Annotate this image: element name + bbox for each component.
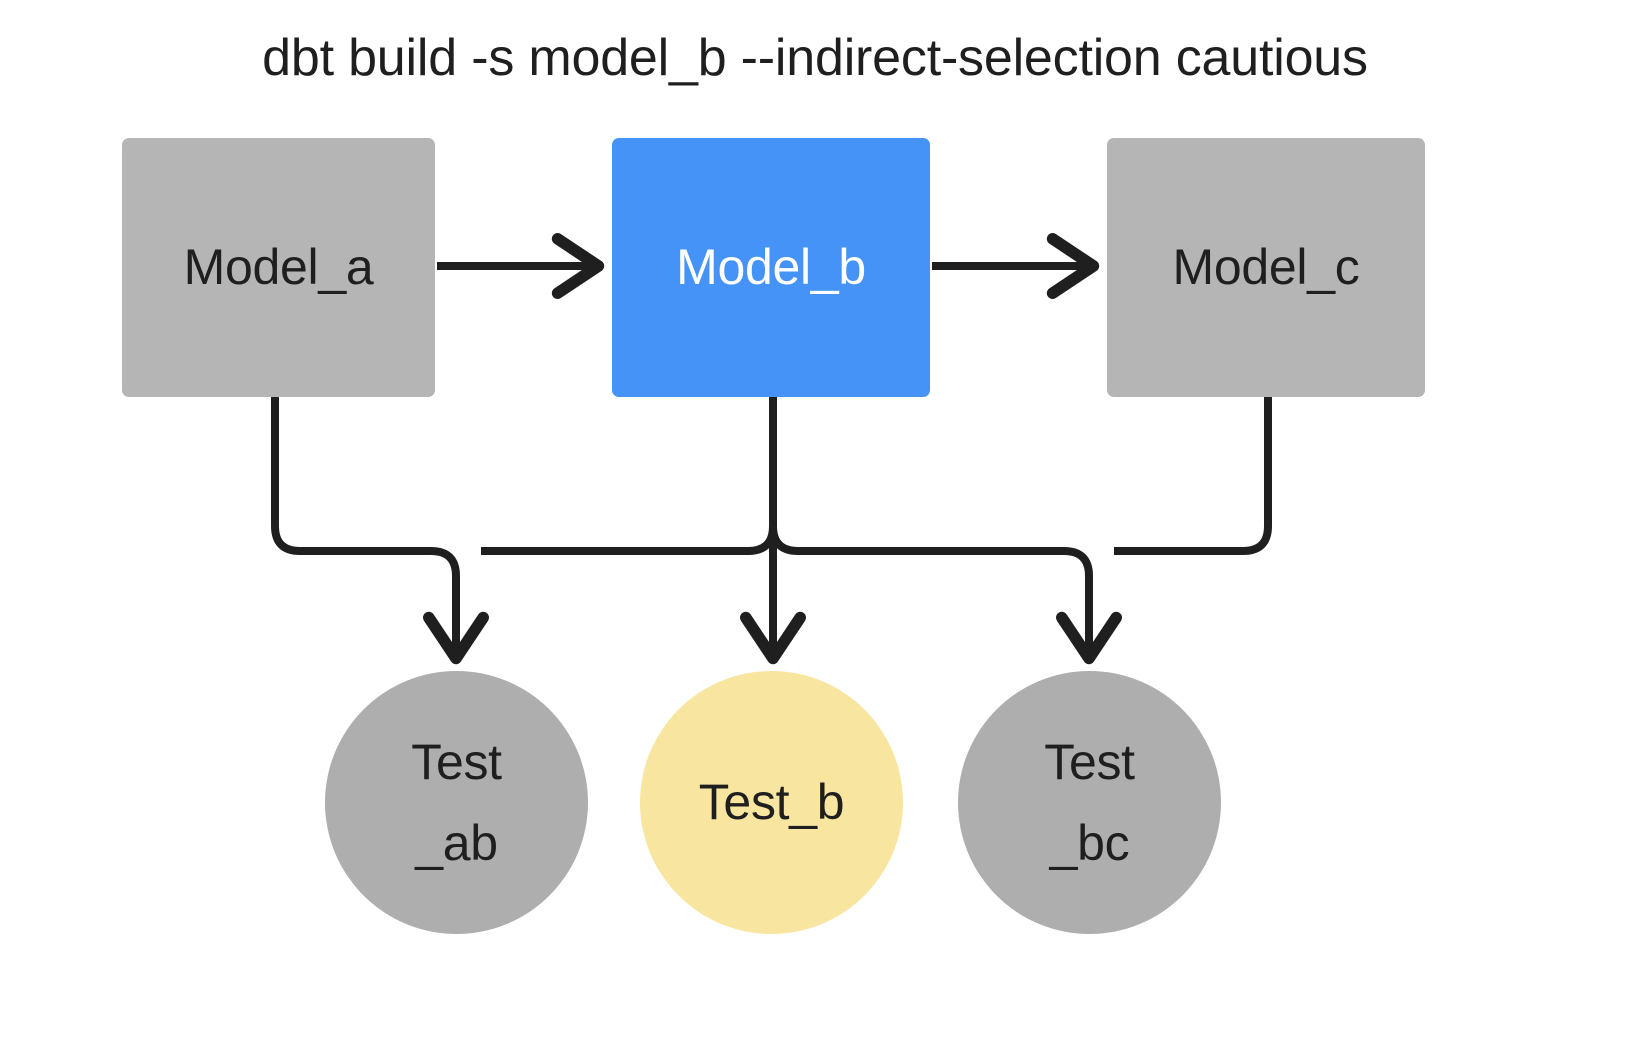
node-model-b[interactable]: Model_b <box>612 138 930 397</box>
node-test-bc[interactable]: Test _bc <box>958 671 1221 934</box>
node-model-c-label: Model_c <box>1172 239 1360 295</box>
node-model-a[interactable]: Model_a <box>122 138 435 397</box>
node-test-bc-label: Test _bc <box>1044 733 1135 871</box>
edge-model-a-to-test-ab <box>271 397 489 665</box>
edge-model-b-to-test-bc <box>769 397 1122 665</box>
node-model-c[interactable]: Model_c <box>1107 138 1425 397</box>
node-model-b-label: Model_b <box>676 239 866 295</box>
edge-model-c-to-test-bc <box>1114 397 1272 555</box>
node-test-ab-label: Test _ab <box>411 733 502 871</box>
node-test-b-label: Test_b <box>698 774 845 830</box>
diagram-title: dbt build -s model_b --indirect-selectio… <box>262 29 1368 87</box>
node-test-ab[interactable]: Test _ab <box>325 671 588 934</box>
edge-model-b-to-test-ab <box>481 397 777 555</box>
node-test-b[interactable]: Test_b <box>640 671 903 934</box>
node-model-a-label: Model_a <box>183 239 374 295</box>
